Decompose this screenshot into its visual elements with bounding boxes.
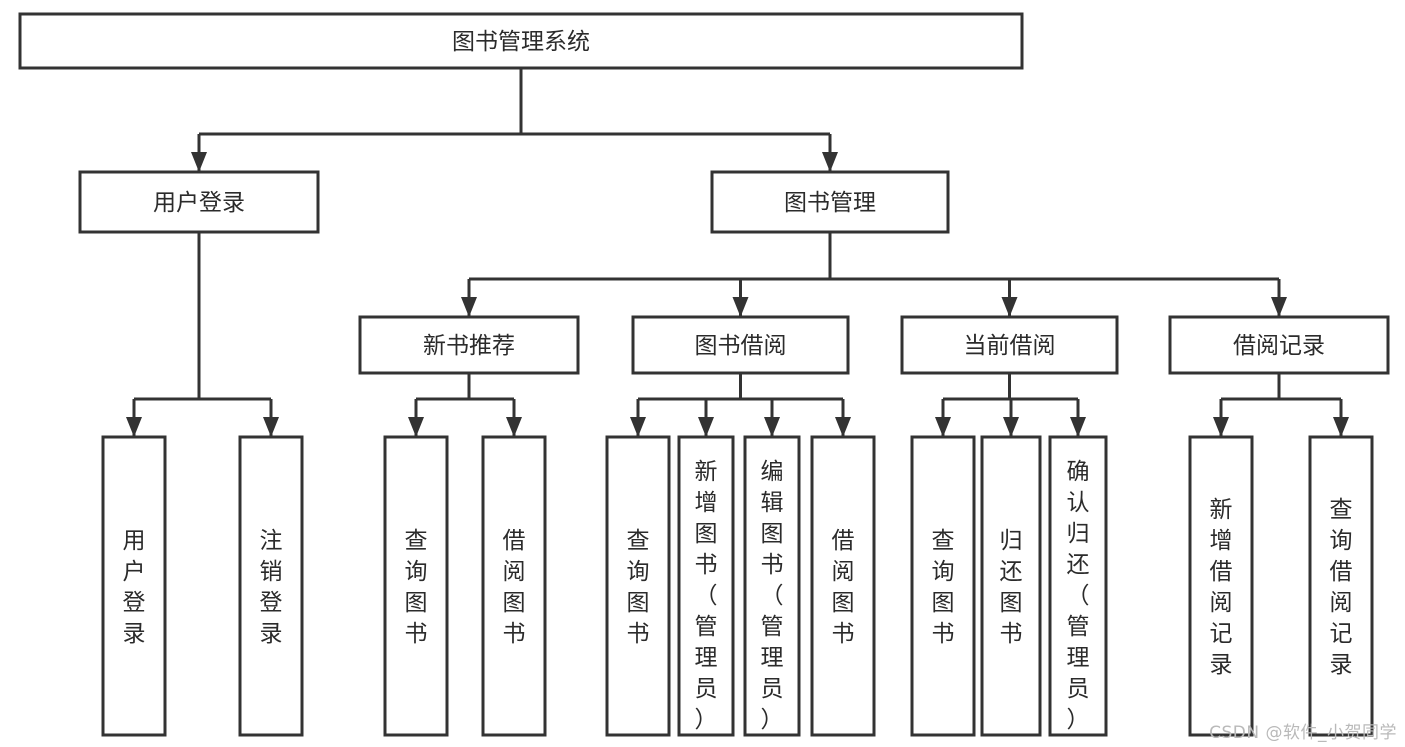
- arrow-head-icon: [1213, 417, 1229, 437]
- node-leaf-query-borrow-record[interactable]: 查询借阅记录: [1308, 435, 1374, 737]
- node-leaf-add-book-admin[interactable]: 新增图书（管理员）: [677, 435, 735, 737]
- node-root[interactable]: 图书管理系统: [18, 12, 1024, 70]
- node-label: 确认归还（管理员）: [1067, 459, 1090, 733]
- arrow-head-icon: [506, 417, 522, 437]
- arrow-head-icon: [1003, 417, 1019, 437]
- node-box: [710, 170, 950, 234]
- node-book-manage[interactable]: 图书管理: [710, 170, 950, 234]
- node-box: [631, 315, 850, 375]
- node-label: 用户登录: [153, 190, 245, 216]
- node-box: [78, 170, 320, 234]
- node-label: 用户登录: [123, 528, 146, 647]
- arrow-head-icon: [408, 417, 424, 437]
- arrow-head-icon: [835, 417, 851, 437]
- node-box: [383, 435, 449, 737]
- node-layer: 图书管理系统用户登录图书管理新书推荐图书借阅当前借阅借阅记录用户登录注销登录查询…: [18, 12, 1390, 737]
- node-leaf-confirm-return-admin[interactable]: 确认归还（管理员）: [1048, 435, 1108, 737]
- node-label: 查询借阅记录: [1330, 497, 1353, 678]
- node-label: 查询图书: [932, 528, 955, 647]
- node-label: 归还图书: [1000, 528, 1023, 647]
- node-box: [358, 315, 580, 375]
- node-leaf-query-book-borrow[interactable]: 查询图书: [605, 435, 671, 737]
- connector-layer: [126, 68, 1349, 437]
- arrow-head-icon: [461, 297, 477, 317]
- arrow-head-icon: [126, 417, 142, 437]
- arrow-head-icon: [732, 297, 749, 317]
- node-box: [743, 435, 801, 737]
- node-label: 当前借阅: [964, 333, 1056, 359]
- node-borrow-record[interactable]: 借阅记录: [1168, 315, 1390, 375]
- node-box: [481, 435, 547, 737]
- node-leaf-add-borrow-record[interactable]: 新增借阅记录: [1188, 435, 1254, 737]
- node-leaf-borrow-book-rec[interactable]: 借阅图书: [481, 435, 547, 737]
- arrow-head-icon: [1333, 417, 1349, 437]
- node-leaf-borrow-book-borrow[interactable]: 借阅图书: [810, 435, 876, 737]
- node-box: [900, 315, 1119, 375]
- node-box: [1308, 435, 1374, 737]
- node-label: 查询图书: [405, 528, 428, 647]
- node-box: [980, 435, 1042, 737]
- node-label: 借阅图书: [832, 528, 855, 647]
- node-leaf-query-book-rec[interactable]: 查询图书: [383, 435, 449, 737]
- node-leaf-user-login[interactable]: 用户登录: [101, 435, 167, 737]
- node-label: 注销登录: [260, 528, 283, 647]
- csdn-watermark: CSDN @软件_小贺同学: [1209, 723, 1397, 743]
- arrow-head-icon: [263, 417, 279, 437]
- node-label: 借阅图书: [503, 528, 526, 647]
- node-label: 图书管理系统: [452, 29, 590, 55]
- node-label: 新增图书（管理员）: [695, 459, 718, 733]
- node-box: [677, 435, 735, 737]
- node-leaf-user-logout[interactable]: 注销登录: [238, 435, 304, 737]
- node-label: 图书管理: [784, 190, 876, 216]
- node-label: 图书借阅: [695, 333, 787, 359]
- node-box: [1188, 435, 1254, 737]
- node-box: [238, 435, 304, 737]
- node-leaf-edit-book-admin[interactable]: 编辑图书（管理员）: [743, 435, 801, 737]
- node-label: 新书推荐: [423, 333, 515, 359]
- node-current-borrow[interactable]: 当前借阅: [900, 315, 1119, 375]
- node-box: [1048, 435, 1108, 737]
- arrow-head-icon: [1070, 417, 1086, 437]
- arrow-head-icon: [1271, 297, 1287, 317]
- node-book-borrow[interactable]: 图书借阅: [631, 315, 850, 375]
- node-user-login[interactable]: 用户登录: [78, 170, 320, 234]
- node-box: [810, 435, 876, 737]
- node-leaf-query-book-current[interactable]: 查询图书: [910, 435, 976, 737]
- node-new-book-recommend[interactable]: 新书推荐: [358, 315, 580, 375]
- node-label: 借阅记录: [1233, 333, 1325, 359]
- arrow-head-icon: [822, 152, 838, 172]
- arrow-head-icon: [191, 152, 207, 172]
- arrow-head-icon: [935, 417, 951, 437]
- arrow-head-icon: [698, 417, 714, 437]
- node-label: 新增借阅记录: [1210, 497, 1233, 678]
- node-box: [18, 12, 1024, 70]
- node-box: [910, 435, 976, 737]
- node-label: 编辑图书（管理员）: [761, 459, 784, 733]
- node-leaf-return-book[interactable]: 归还图书: [980, 435, 1042, 737]
- arrow-head-icon: [1001, 297, 1018, 317]
- arrow-head-icon: [630, 417, 646, 437]
- node-label: 查询图书: [627, 528, 650, 647]
- node-box: [1168, 315, 1390, 375]
- node-box: [101, 435, 167, 737]
- node-box: [605, 435, 671, 737]
- arrow-head-icon: [764, 417, 780, 437]
